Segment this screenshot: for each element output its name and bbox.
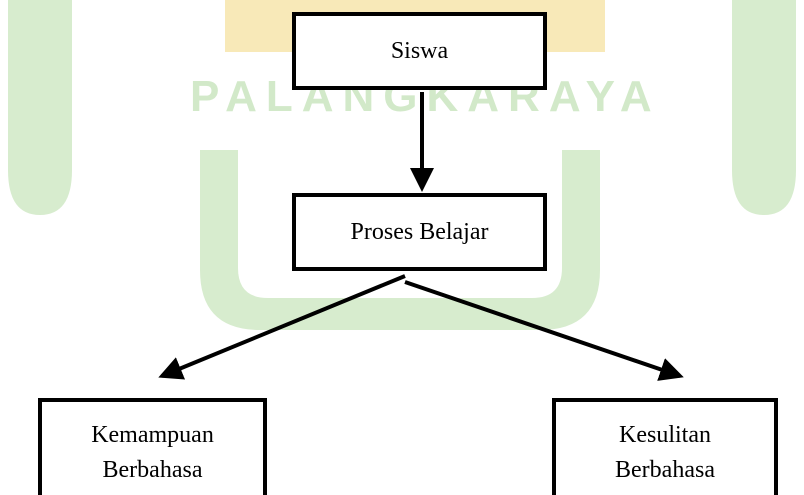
node-proses-belajar-label: Proses Belajar bbox=[350, 218, 489, 245]
node-kesulitan-berbahasa: Kesulitan Berbahasa bbox=[552, 398, 778, 495]
node-proses-belajar: Proses Belajar bbox=[292, 193, 547, 271]
node-kesulitan-line1: Kesulitan bbox=[619, 422, 711, 449]
node-kemampuan-line1: Kemampuan bbox=[91, 422, 214, 449]
node-siswa-label: Siswa bbox=[390, 37, 449, 64]
node-siswa: Siswa bbox=[292, 12, 547, 90]
node-kemampuan-berbahasa: Kemampuan Berbahasa bbox=[38, 398, 267, 495]
node-kesulitan-line2: Berbahasa bbox=[615, 457, 715, 483]
node-kemampuan-line2: Berbahasa bbox=[102, 457, 203, 483]
node-kemampuan-label: Kemampuan Berbahasa bbox=[91, 418, 214, 488]
arrow-proses-to-kesulitan bbox=[404, 280, 684, 381]
arrow-proses-to-kemampuan bbox=[158, 274, 406, 380]
node-kesulitan-label: Kesulitan Berbahasa bbox=[615, 418, 715, 488]
